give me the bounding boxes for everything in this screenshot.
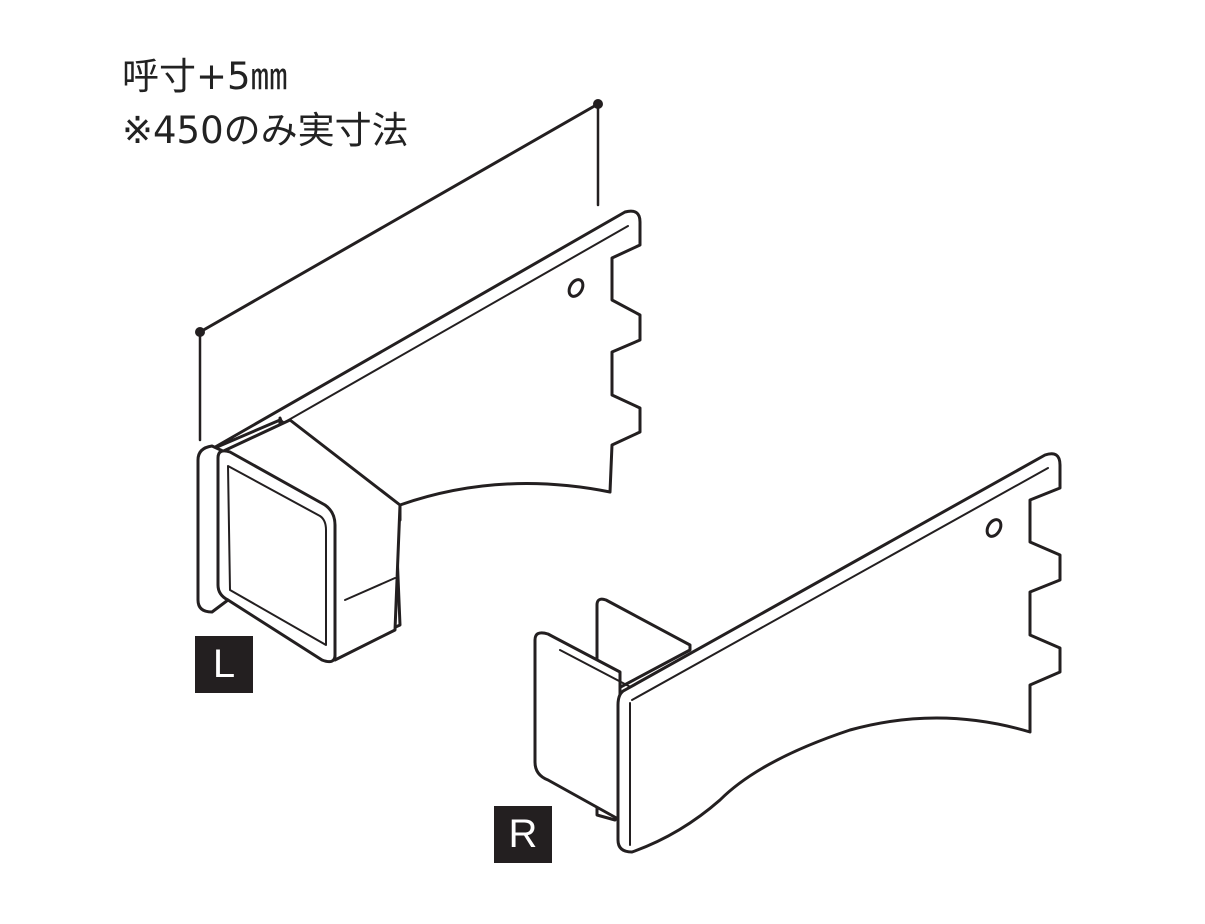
dimension-footnote: ※450のみ実寸法 — [122, 109, 409, 152]
right-bracket — [533, 452, 1062, 854]
right-label: R — [494, 806, 552, 863]
left-label: L — [195, 636, 253, 693]
dimension-line — [195, 99, 603, 442]
dimension-note: 呼寸+5㎜ — [122, 55, 288, 98]
left-bracket — [196, 209, 642, 664]
